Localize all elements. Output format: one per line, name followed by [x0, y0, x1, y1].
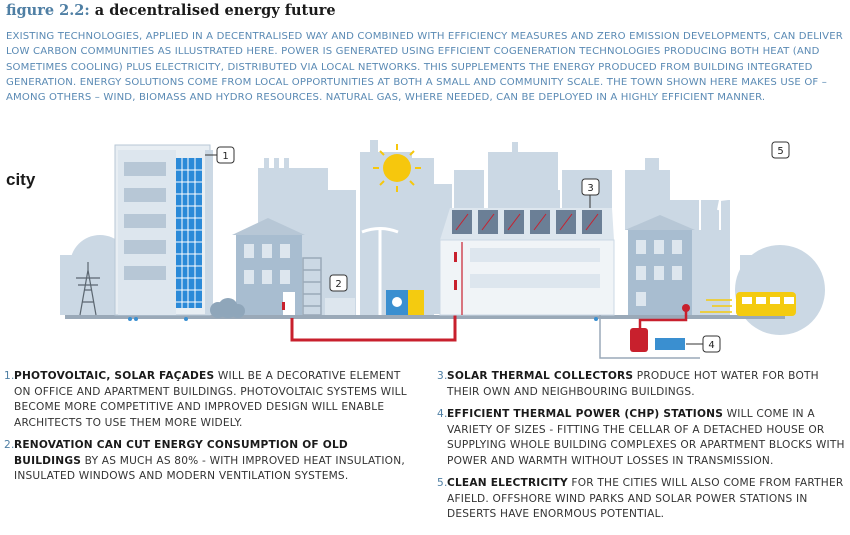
office-tower-pv [114, 144, 213, 316]
callout-5: 5 [771, 141, 790, 159]
note-heading: Renovation can cut energy consumption of… [14, 439, 348, 467]
renovated-house [232, 218, 322, 316]
note-text: will come in a variety of sizes - fittin… [447, 408, 845, 467]
callout-1: 1 [205, 146, 235, 164]
notes-right-column: 3.Solar thermal collectors produce hot w… [437, 369, 849, 530]
pv-facade-panels [176, 158, 202, 308]
note-heading: Efficient thermal power (CHP) stations [447, 408, 724, 420]
note-text: produce hot water for both their own and… [447, 370, 819, 398]
note-number: 3. [437, 370, 448, 382]
note-4: 4.Efficient thermal power (CHP) stations… [437, 407, 849, 469]
note-3: 3.Solar thermal collectors produce hot w… [437, 369, 849, 400]
note-number: 4. [437, 408, 448, 420]
note-text: by as much as 80% - with improved heat i… [14, 454, 405, 483]
solar-thermal-building [439, 208, 615, 316]
svg-text:1: 1 [222, 151, 228, 162]
note-1: 1.Photovoltaic, solar façades will be a … [4, 369, 409, 431]
note-heading: Photovoltaic, solar façades [14, 370, 215, 382]
note-number: 1. [4, 370, 15, 382]
ground-line [65, 315, 785, 319]
figure-title-text: a decentralised energy future [94, 2, 336, 19]
misc-icons [128, 317, 598, 321]
note-number: 2. [4, 439, 15, 451]
svg-text:5: 5 [777, 146, 783, 157]
city-illustration: 1 2 3 4 5 [60, 140, 825, 359]
callout-2: 2 [329, 274, 348, 292]
note-heading: Solar thermal collectors [447, 370, 634, 382]
svg-text:2: 2 [335, 279, 341, 290]
district-heat-pipe [290, 305, 457, 342]
figure-number: figure 2.2: [6, 2, 90, 19]
wind-turbines [689, 151, 773, 230]
note-text: will be a decorative element on office a… [14, 370, 407, 429]
chp-unit [630, 304, 690, 352]
intro-text: Existing technologies, applied in a dece… [6, 31, 843, 104]
sun-icon [373, 144, 421, 192]
note-heading: Clean electricity [447, 477, 568, 489]
note-2: 2.Renovation can cut energy consumption … [4, 438, 409, 485]
chp-utility-box [325, 290, 424, 315]
svg-text:3: 3 [587, 183, 593, 194]
power-pylon [76, 262, 100, 316]
bushes [210, 298, 245, 318]
note-5: 5.Clean electricity for the cities will … [437, 476, 849, 523]
callout-4: 4 [686, 335, 721, 353]
note-number: 5. [437, 477, 448, 489]
chp-house [599, 215, 700, 359]
svg-text:4: 4 [708, 340, 714, 351]
city-label: city [6, 170, 36, 189]
street-lamp [361, 227, 399, 315]
notes-left-column: 1.Photovoltaic, solar façades will be a … [4, 369, 409, 492]
note-text: for the cities will also come from farth… [447, 477, 844, 520]
callout-3: 3 [581, 178, 600, 208]
figure-title: figure 2.2: a decentralised energy futur… [6, 2, 336, 19]
train [700, 292, 796, 316]
